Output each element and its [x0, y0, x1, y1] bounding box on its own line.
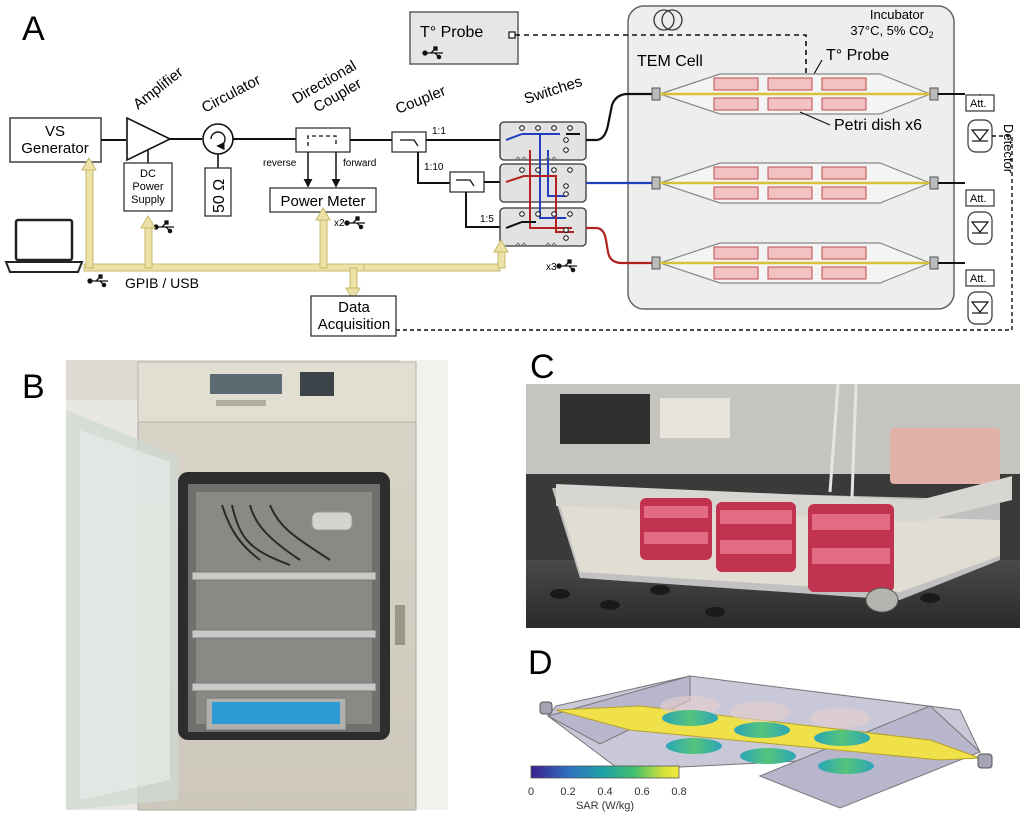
fan-icon	[653, 9, 683, 31]
data-acquisition-box	[310, 295, 397, 337]
colorbar-label: SAR (W/kg)	[576, 800, 634, 812]
power-meter-multiplier: x2	[334, 218, 345, 229]
t-probe-box	[409, 11, 519, 65]
amplifier-label: Amplifier	[130, 64, 186, 113]
colorbar-tick-0: 0	[528, 786, 534, 798]
t-probe-cable	[515, 34, 807, 88]
tem-cell-label: TEM Cell	[637, 53, 703, 70]
tem-cell-2	[651, 162, 965, 204]
gpib-bus	[83, 163, 506, 291]
panel-d-sar-simulation: 0 0.2 0.4 0.6 0.8 SAR (W/kg)	[528, 675, 993, 812]
usb-icon	[153, 220, 174, 234]
gpib-arrow-up-vs	[81, 157, 97, 171]
incubator-title: Incubator	[870, 7, 925, 22]
tem-cell-3	[651, 242, 965, 284]
usb-icon	[556, 259, 577, 273]
t-probe-label: T° Probe	[826, 47, 889, 64]
att-label-1: Att.	[970, 98, 987, 110]
coupler-2-box	[449, 171, 485, 193]
att-label-2: Att.	[970, 193, 987, 205]
gpib-arrow-up-sw	[493, 239, 509, 253]
ratio-1-5: 1:5	[480, 214, 494, 225]
forward-label: forward	[343, 158, 376, 169]
sar-colorbar	[530, 765, 680, 779]
colorbar-tick-2: 0.4	[597, 786, 612, 798]
amplifier-triangle	[126, 116, 172, 162]
t-probe-box-label: T° Probe	[420, 24, 483, 41]
load-50-ohm-label: 50 Ω	[211, 179, 228, 213]
switch-bank	[499, 121, 587, 247]
ratio-1-1: 1:1	[432, 126, 446, 137]
coupler-1-box	[391, 131, 427, 153]
panel-letter-d: D	[528, 644, 553, 682]
directional-coupler-box	[295, 127, 351, 153]
att-label-3: Att.	[970, 273, 987, 285]
gpib-arrow-down-daq	[345, 287, 361, 301]
gpib-arrow-up-dc	[140, 215, 156, 229]
detector-label: Detector	[1001, 124, 1016, 174]
panel-letter-b: B	[22, 368, 45, 406]
colorbar-tick-4: 0.8	[671, 786, 686, 798]
panel-a-schematic: Incubator 37°C, 5% CO2 TEM Cell T° Probe…	[4, 5, 1016, 337]
coupler-label: Coupler	[393, 82, 448, 117]
switches-label: Switches	[522, 73, 584, 108]
t-probe-port	[508, 31, 516, 39]
incubator-conditions: 37°C, 5% CO2	[850, 23, 933, 40]
tem-cell-1	[651, 73, 965, 115]
circulator-label: Circulator	[199, 71, 264, 116]
colorbar-tick-1: 0.2	[560, 786, 575, 798]
detector-chain	[396, 94, 1013, 331]
cell-3-feed-line	[586, 226, 652, 265]
dc-power-supply-box	[123, 162, 173, 212]
vs-generator-box	[9, 117, 102, 163]
ratio-1-10: 1:10	[424, 162, 444, 173]
usb-icon	[422, 46, 443, 60]
directional-coupler-label: DirectionalCoupler	[290, 57, 369, 123]
panel-b-incubator-photo	[66, 360, 448, 811]
colorbar-tick-3: 0.6	[634, 786, 649, 798]
usb-icon	[344, 216, 365, 230]
gpib-arrow-up-pm	[315, 207, 331, 221]
petri-dish-label: Petri dish x6	[834, 117, 922, 134]
cell-1-feed-line	[586, 92, 652, 142]
panel-letter-a: A	[22, 10, 45, 48]
switches-multiplier: x3	[546, 262, 557, 273]
usb-icon	[87, 274, 108, 288]
laptop-icon	[4, 218, 84, 273]
panel-letter-c: C	[530, 348, 555, 386]
reverse-label: reverse	[263, 158, 297, 169]
panel-c-tem-cell-photo	[526, 383, 1020, 628]
gpib-usb-label: GPIB / USB	[125, 275, 199, 291]
circulator-symbol	[202, 123, 234, 155]
power-meter-label: Power Meter	[280, 193, 365, 210]
load-50-ohm-box	[204, 167, 232, 217]
